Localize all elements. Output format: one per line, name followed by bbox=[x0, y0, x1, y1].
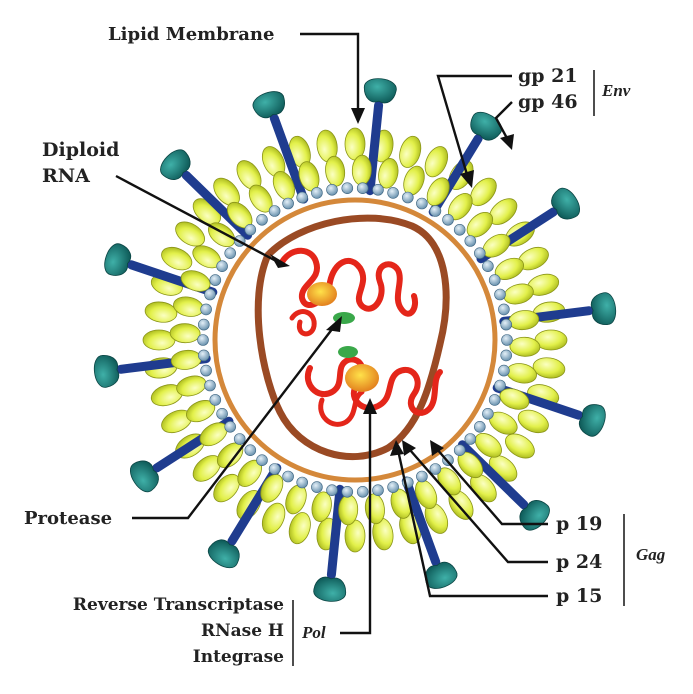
lipid-head-group bbox=[357, 486, 368, 497]
lipid-head-group bbox=[269, 464, 280, 475]
label-p24: p 24 bbox=[556, 551, 602, 573]
lipid-head-group bbox=[342, 183, 353, 194]
lipid-head-group bbox=[297, 477, 308, 488]
lipid-head-group bbox=[311, 187, 322, 198]
lipid-head-group bbox=[465, 434, 476, 445]
lipid-head-group bbox=[245, 445, 256, 456]
lipid-head-group bbox=[198, 350, 209, 361]
lipid-head-group bbox=[474, 421, 485, 432]
lipid-head-group bbox=[502, 335, 513, 346]
lipid-head-group bbox=[234, 434, 245, 445]
lipid-head-group bbox=[443, 214, 454, 225]
lipid-head-group bbox=[210, 394, 221, 405]
label-integrase: Integrase bbox=[193, 647, 284, 667]
lipid-head-group bbox=[357, 183, 368, 194]
label-diploid: Diploid bbox=[42, 139, 119, 161]
lipid-head-group bbox=[297, 192, 308, 203]
spike-stem bbox=[331, 489, 340, 575]
label-reverse-transcriptase: Reverse Transcriptase bbox=[73, 595, 284, 615]
lipid-bead bbox=[515, 406, 552, 437]
spike-stem bbox=[370, 105, 379, 191]
label-gp46: gp 46 bbox=[518, 91, 578, 113]
lipid-head-group bbox=[402, 192, 413, 203]
label-pol-group: Pol bbox=[301, 623, 326, 642]
lipid-head-group bbox=[225, 421, 236, 432]
label-env-group: Env bbox=[601, 81, 631, 100]
label-lipid-membrane: Lipid Membrane bbox=[108, 24, 274, 45]
lipid-head-group bbox=[416, 471, 427, 482]
lipid-head-group bbox=[373, 485, 384, 496]
lipid-head-group bbox=[210, 275, 221, 286]
lipid-bead bbox=[396, 134, 424, 170]
lipid-head-group bbox=[388, 482, 399, 493]
lipid-head-group bbox=[283, 471, 294, 482]
lipid-head-group bbox=[388, 187, 399, 198]
lipid-head-group bbox=[474, 248, 485, 259]
label-p19: p 19 bbox=[556, 513, 602, 535]
lipid-bead bbox=[286, 510, 314, 546]
lipid-head-group bbox=[225, 248, 236, 259]
lipid-bead bbox=[258, 500, 289, 537]
lipid-bead bbox=[532, 356, 567, 380]
label-rnase: RNase H bbox=[201, 621, 284, 641]
label-gag-group: Gag bbox=[636, 545, 666, 564]
lipid-head-group bbox=[311, 482, 322, 493]
reverse-transcriptase-upper bbox=[307, 282, 337, 306]
spike-cap bbox=[126, 456, 163, 496]
reverse-transcriptase-lower bbox=[345, 364, 379, 392]
lipid-head-group bbox=[257, 214, 268, 225]
lipid-head-group bbox=[201, 365, 212, 376]
lipid-bead bbox=[421, 143, 452, 180]
lipid-head-group bbox=[454, 224, 465, 235]
lipid-head-group bbox=[198, 335, 209, 346]
lipid-bead bbox=[144, 300, 179, 324]
lipid-head-group bbox=[327, 485, 338, 496]
spike-cap bbox=[250, 88, 288, 121]
lipid-head-group bbox=[283, 198, 294, 209]
lipid-head-group bbox=[495, 289, 506, 300]
lipid-head-group bbox=[416, 198, 427, 209]
spike-cap bbox=[101, 241, 134, 279]
spike-cap bbox=[313, 576, 347, 603]
label-rna: RNA bbox=[42, 165, 90, 187]
lipid-head-group bbox=[245, 224, 256, 235]
lipid-head-group bbox=[430, 206, 441, 217]
lipid-head-group bbox=[217, 408, 228, 419]
lipid-head-group bbox=[498, 304, 509, 315]
lipid-head-group bbox=[217, 261, 228, 272]
lipid-head-group bbox=[205, 380, 216, 391]
label-p15: p 15 bbox=[556, 585, 602, 607]
spike-cap bbox=[576, 401, 609, 439]
lipid-head-group bbox=[489, 275, 500, 286]
spike-cap bbox=[590, 292, 618, 327]
lipid-bead bbox=[282, 482, 310, 517]
spike-cap bbox=[93, 354, 121, 389]
spike-cap bbox=[204, 535, 244, 572]
lipid-head-group bbox=[269, 206, 280, 217]
lipid-bead bbox=[400, 163, 428, 198]
lipid-head-group bbox=[495, 380, 506, 391]
lipid-head-group bbox=[373, 184, 384, 195]
lipid-head-group bbox=[327, 184, 338, 195]
lipid-head-group bbox=[498, 365, 509, 376]
lipid-head-group bbox=[489, 394, 500, 405]
lipid-head-group bbox=[342, 486, 353, 497]
lipid-head-group bbox=[198, 319, 209, 330]
lipid-head-group bbox=[465, 236, 476, 247]
lipid-head-group bbox=[482, 408, 493, 419]
label-protease: Protease bbox=[24, 508, 112, 529]
spike-cap bbox=[547, 184, 584, 224]
label-gp21: gp 21 bbox=[518, 65, 578, 87]
lipid-bead bbox=[158, 243, 195, 274]
lipid-head-group bbox=[257, 455, 268, 466]
lipid-head-group bbox=[501, 319, 512, 330]
lipid-head-group bbox=[454, 445, 465, 456]
protease-particle-2 bbox=[338, 346, 358, 358]
spike-cap bbox=[363, 77, 397, 104]
lipid-head-group bbox=[205, 289, 216, 300]
lipid-head-group bbox=[201, 304, 212, 315]
lipid-head-group bbox=[482, 261, 493, 272]
lipid-head-group bbox=[501, 350, 512, 361]
